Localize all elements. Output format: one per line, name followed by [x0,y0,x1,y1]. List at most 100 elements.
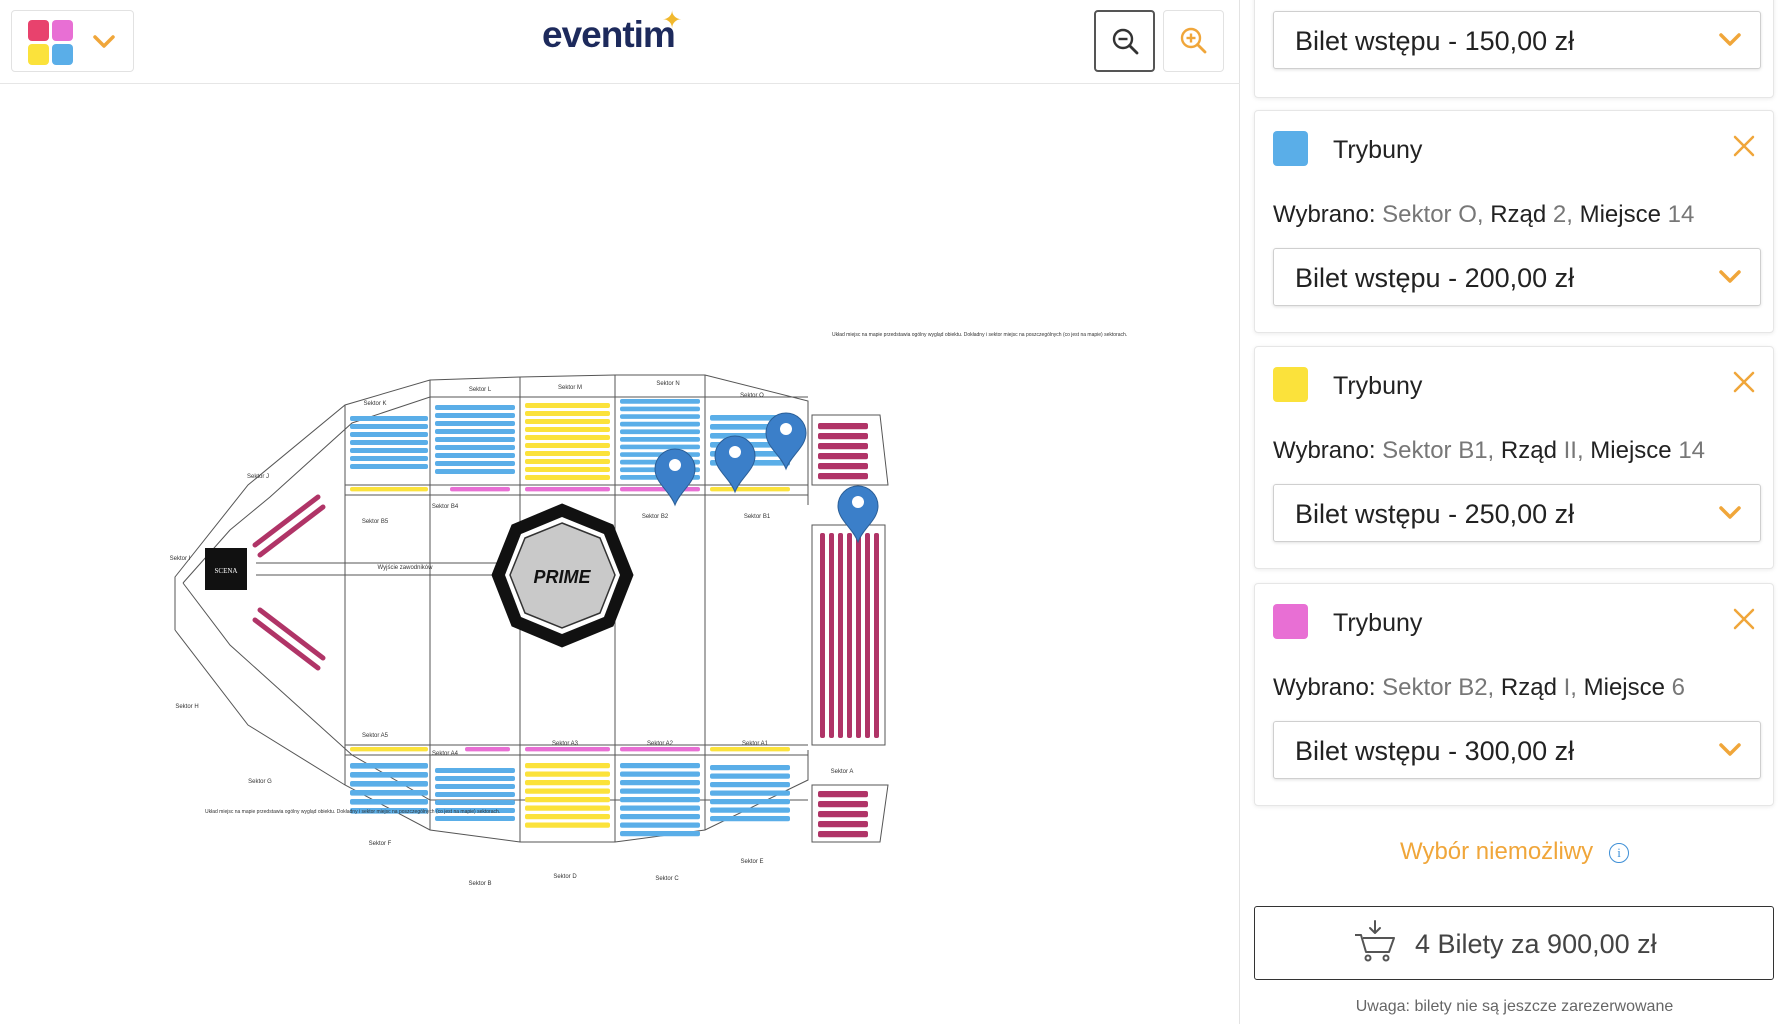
seat-row [525,459,610,464]
seat-row [435,429,515,434]
seat-row [350,747,428,752]
seat-row [620,797,700,803]
seat-row [257,607,326,661]
selection-impossible-link[interactable]: Wybór niemożliwy [1400,838,1594,865]
seat-row [710,799,790,805]
ticket-type-select[interactable]: Bilet wstępu - 200,00 zł [1273,248,1761,306]
seat-row [525,780,610,786]
seat-row [350,432,428,437]
seat-row [525,747,610,752]
seat-row [818,433,868,440]
seat-row [818,453,868,460]
seat-pin-icon[interactable] [714,435,756,494]
seat-row [350,781,428,787]
ticket-type-select[interactable]: Bilet wstępu - 150,00 zł [1273,11,1761,69]
ticket-card: Trybuny Wybrano: Sektor B2, Rząd I, Miej… [1254,583,1774,806]
seat-row [435,437,515,442]
chevron-down-icon [93,35,115,48]
sector-label: Sektor A2 [647,741,674,747]
ticket-type-select[interactable]: Bilet wstępu - 250,00 zł [1273,484,1761,542]
map-note-bottom: Układ miejsc na mapie przedstawia ogólny… [205,809,500,815]
seat-row [818,811,868,818]
zoom-out-icon [1112,28,1139,55]
arena-outline [182,396,808,584]
add-to-cart-button[interactable]: 4 Bilety za 900,00 zł [1254,906,1774,980]
chevron-down-icon [1719,506,1741,519]
chevron-down-icon [1719,270,1741,283]
sector-label: Sektor B5 [362,519,389,525]
seat-row [525,814,610,820]
legend-color-red [28,20,49,41]
logo-sparkle-icon: ✦ [662,7,683,34]
chevron-down-icon [1719,743,1741,756]
seat-row [525,788,610,794]
seat-row [525,467,610,472]
seat-pin-icon[interactable] [765,412,807,471]
seat-row [620,421,700,427]
chosen-seat-text: Wybrano: Sektor B2, Rząd I, Miejsce 6 [1273,674,1686,701]
seat-column [847,533,852,738]
seat-column [856,533,861,738]
seat-row [465,747,510,752]
close-icon[interactable] [1729,604,1759,634]
seat-row [620,747,700,752]
map-note-top: Układ miejsc na mapie przedstawia ogólny… [832,332,1127,338]
zoom-in-button[interactable] [1163,10,1224,72]
ticket-card: Trybuny Wybrano: Sektor B1, Rząd II, Mie… [1254,346,1774,569]
cart-summary-label: 4 Bilety za 900,00 zł [1415,929,1657,959]
zoom-in-icon [1180,27,1207,54]
seat-row [818,821,868,828]
seat-row [620,814,700,820]
arena-outline [811,414,889,486]
sector-label: Sektor A5 [362,733,389,739]
info-icon[interactable]: i [1609,843,1629,863]
zoom-out-button[interactable] [1094,10,1155,72]
seat-column [874,533,879,738]
seat-row [257,504,326,558]
close-icon[interactable] [1729,131,1759,161]
seat-row [435,469,515,474]
stage [205,548,247,590]
seat-row [350,456,428,461]
seat-column [838,533,843,738]
sector-label: Sektor C [655,876,679,882]
legend-color-yellow [28,44,49,65]
seat-row [350,424,428,429]
eventim-logo[interactable]: eventim [542,14,676,55]
seat-row [350,799,428,805]
seat-row [818,791,868,798]
seat-row [350,808,428,814]
seat-pin-icon[interactable] [654,448,696,507]
seat-row [350,440,428,445]
seat-row [252,617,321,671]
seat-pin-icon[interactable] [837,485,879,544]
seat-row [435,792,515,797]
seat-row [435,461,515,466]
seat-row [435,445,515,450]
seat-row [620,805,700,811]
seat-row [818,423,868,430]
seat-row [525,805,610,811]
legend-color-blue [52,44,73,65]
seat-row [435,776,515,781]
ticket-card-partial: Bilet wstępu - 150,00 zł [1254,0,1774,98]
seat-row [620,406,700,412]
close-icon[interactable] [1729,367,1759,397]
seat-row [525,487,610,492]
seat-row [620,437,700,442]
seat-row [350,790,428,796]
seat-row [350,763,428,769]
sector-label: Sektor F [369,841,392,847]
seat-row [435,800,515,805]
cart-icon [1355,920,1395,962]
seat-row [525,411,610,416]
ticket-type-select-value: Bilet wstępu - 200,00 zł [1295,263,1575,293]
legend-toggle-button[interactable] [11,10,134,72]
seat-row [620,487,700,492]
chevron-down-icon [1719,33,1741,46]
sector-label: Sektor L [469,387,492,393]
seat-row [435,768,515,773]
ticket-type-select[interactable]: Bilet wstępu - 300,00 zł [1273,721,1761,779]
